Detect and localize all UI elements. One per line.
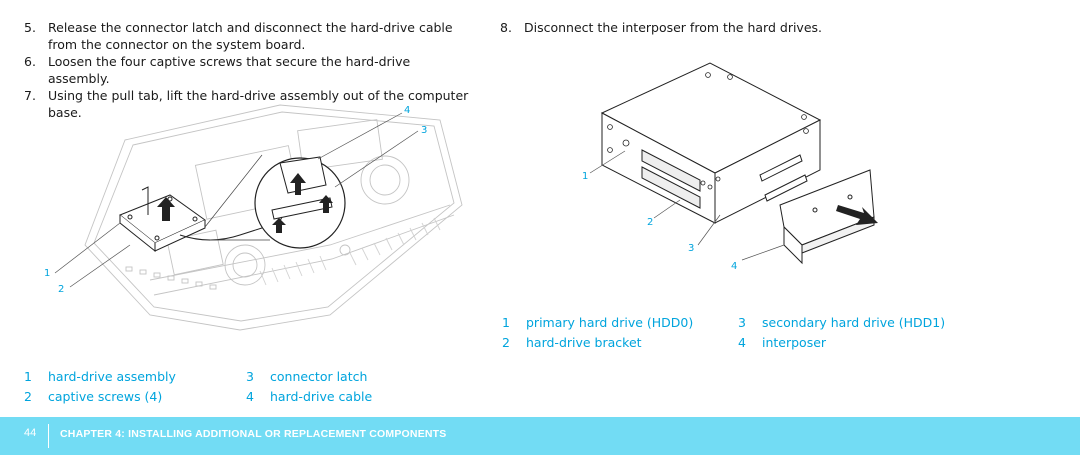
step-8: 8. Disconnect the interposer from the ha…	[500, 20, 900, 37]
legend-row: 1 primary hard drive (HDD0) 3 secondary …	[502, 313, 974, 333]
step-number: 6.	[24, 54, 36, 69]
right-steps: 8. Disconnect the interposer from the ha…	[500, 20, 900, 38]
callout-1: 1	[44, 268, 50, 279]
step-text: Loosen the four captive screws that secu…	[48, 54, 411, 86]
page-number: 44	[24, 427, 37, 439]
legend-label: hard-drive bracket	[526, 335, 642, 350]
interposer-removal-illustration: 1 2 3 4	[582, 62, 878, 272]
legend-number: 4	[738, 335, 746, 350]
callout-4: 4	[731, 261, 737, 272]
legend-number: 3	[246, 369, 254, 384]
callout-2: 2	[647, 217, 653, 228]
legend-label: connector latch	[270, 369, 368, 384]
step-text: Disconnect the interposer from the hard …	[524, 20, 823, 35]
legend-label: hard-drive cable	[270, 389, 373, 404]
legend-left: 1 hard-drive assembly 3 connector latch …	[24, 367, 468, 407]
legend-label: primary hard drive (HDD0)	[526, 315, 694, 330]
legend-number: 2	[502, 335, 510, 350]
step-6: 6. Loosen the four captive screws that s…	[24, 54, 469, 87]
step-text: Using the pull tab, lift the hard-drive …	[48, 88, 469, 120]
legend-number: 3	[738, 315, 746, 330]
step-number: 8.	[500, 20, 512, 35]
step-number: 7.	[24, 88, 36, 103]
step-5: 5. Release the connector latch and disco…	[24, 20, 469, 53]
callout-3: 3	[688, 243, 694, 254]
footer-divider	[48, 424, 49, 448]
legend-number: 4	[246, 389, 254, 404]
page-footer: 44 CHAPTER 4: INSTALLING ADDITIONAL OR R…	[0, 417, 1080, 455]
legend-row: 2 captive screws (4) 4 hard-drive cable	[24, 387, 468, 407]
legend-label: secondary hard drive (HDD1)	[762, 315, 946, 330]
step-number: 5.	[24, 20, 36, 35]
legend-number: 1	[24, 369, 32, 384]
legend-number: 2	[24, 389, 32, 404]
left-steps: 5. Release the connector latch and disco…	[24, 20, 469, 122]
step-7: 7. Using the pull tab, lift the hard-dri…	[24, 88, 469, 121]
callout-4: 4	[404, 105, 410, 116]
callout-1: 1	[582, 171, 588, 182]
legend-label: hard-drive assembly	[48, 369, 176, 384]
legend-right: 1 primary hard drive (HDD0) 3 secondary …	[502, 313, 974, 353]
legend-number: 1	[502, 315, 510, 330]
legend-label: interposer	[762, 335, 827, 350]
legend-row: 1 hard-drive assembly 3 connector latch	[24, 367, 468, 387]
callout-3: 3	[421, 125, 427, 136]
legend-label: captive screws (4)	[48, 389, 163, 404]
hard-drive-removal-illustration: 4 3 1 2	[44, 104, 463, 331]
step-text: Release the connector latch and disconne…	[48, 20, 453, 52]
chapter-title: CHAPTER 4: INSTALLING ADDITIONAL OR REPL…	[60, 428, 447, 440]
legend-row: 2 hard-drive bracket 4 interposer	[502, 333, 974, 353]
callout-2: 2	[58, 284, 64, 295]
